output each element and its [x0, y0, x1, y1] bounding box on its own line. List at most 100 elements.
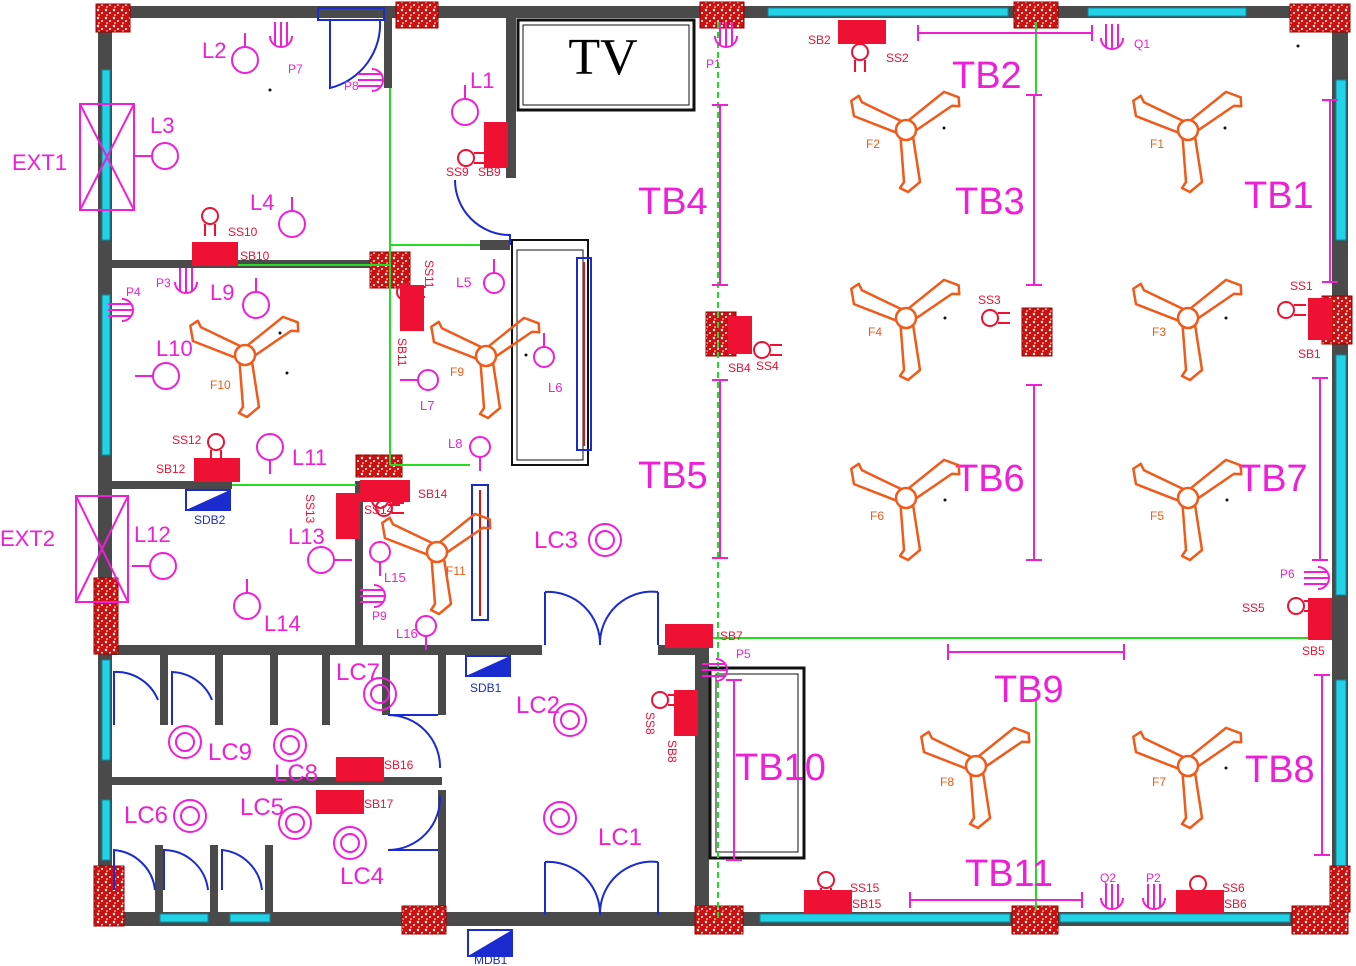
- ceiling-light-lc1: LC1: [543, 801, 642, 851]
- power-point-p2: P2: [1142, 871, 1166, 910]
- switch-board-sb4: SB4: [728, 316, 752, 375]
- switch-sockets-layer: SS1SS2SS3SS4SS5SS6SS8SS9SS10SS11SS12SS13…: [172, 43, 1316, 904]
- power-point-label: P3: [156, 276, 171, 290]
- power-point-label: P1: [706, 57, 721, 71]
- power-point-p4: P4: [108, 285, 141, 322]
- power-point-p6: P6: [1280, 566, 1330, 590]
- ceiling-fan-f6: F6: [850, 458, 961, 562]
- light-label: L8: [448, 436, 462, 451]
- circuit-lines: [230, 22, 1310, 920]
- switch-board-label: SB1: [1298, 347, 1321, 361]
- light-l8: L8: [448, 436, 491, 471]
- fan-label: F3: [1152, 325, 1166, 339]
- ceiling-fan-f11: F11: [381, 512, 492, 616]
- switch-board-label: SB9: [478, 165, 501, 179]
- switch-socket-ss8: SS8: [643, 691, 680, 735]
- tray-label-tb4: TB4: [638, 181, 708, 223]
- tray-labels: TB1 TB2 TB3 TB4 TB5 TB6 TB7 TB8 TB9 TB10…: [638, 55, 1315, 895]
- switch-board-label: SB8: [665, 740, 679, 763]
- switch-board-sb17: SB17: [316, 790, 394, 814]
- ceiling-light-lc2: LC2: [516, 692, 587, 737]
- light-l13: L13: [288, 524, 352, 574]
- power-point-p1: P1: [706, 22, 738, 71]
- tray-label-tb6: TB6: [955, 458, 1025, 500]
- switch-socket-label: SS2: [886, 51, 909, 65]
- power-point-p3: P3: [156, 268, 198, 294]
- tv-label: TV: [568, 29, 637, 86]
- switch-socket-label: SS6: [1222, 881, 1245, 895]
- power-point-label: P5: [736, 647, 751, 661]
- switch-board-label: SB14: [418, 487, 448, 501]
- light-l11: L11: [256, 433, 327, 474]
- fan-label: F8: [940, 775, 954, 789]
- switch-board-sb5: SB5: [1302, 598, 1332, 658]
- switch-socket-label: SS15: [850, 881, 880, 895]
- ceiling-light-lc8: LC8: [273, 728, 318, 787]
- outlet-q1: Q1: [1100, 24, 1150, 51]
- light-label: L10: [156, 336, 193, 361]
- power-point-label: P8: [344, 79, 359, 93]
- ceiling-light-lc5: LC5: [240, 794, 312, 840]
- fan-label: F11: [446, 564, 466, 578]
- ceiling-fan-f10: F10: [189, 315, 300, 419]
- switch-board-sb14: SB14: [360, 480, 448, 502]
- ceiling-light-lc6: LC6: [124, 799, 207, 833]
- light-l3: L3: [134, 113, 179, 170]
- light-label: L11: [292, 445, 327, 470]
- tray-label-tb11: TB11: [965, 853, 1053, 895]
- outlet-label: Q1: [1134, 37, 1150, 51]
- switch-socket-label: SS9: [446, 165, 469, 179]
- switch-socket-ss6: SS6: [1189, 875, 1245, 904]
- ceiling-light-label: LC2: [516, 692, 560, 719]
- light-label: L14: [264, 611, 301, 636]
- tray-label-tb10: TB10: [735, 747, 826, 789]
- power-point-p5: P5: [702, 647, 751, 682]
- light-label: L4: [250, 190, 274, 215]
- switch-socket-ss4: SS4: [753, 341, 782, 373]
- fan-label: F4: [868, 325, 882, 339]
- switch-board-label: SB6: [1224, 897, 1247, 911]
- power-point-label: P9: [372, 609, 387, 623]
- light-label: L3: [150, 113, 174, 138]
- switch-socket-label: SS10: [228, 225, 258, 239]
- power-point-label: P4: [126, 285, 141, 299]
- tray-label-tb1: TB1: [1244, 175, 1314, 217]
- power-point-label: P2: [1146, 871, 1161, 885]
- ceiling-light-lc3: LC3: [534, 523, 622, 557]
- ceiling-fan-f1: F1: [1132, 90, 1243, 194]
- fan-label: F2: [866, 137, 880, 151]
- switch-board-sb15: SB15: [804, 890, 882, 914]
- switch-board-sb9: SB9: [478, 122, 508, 179]
- switch-socket-label: SS8: [643, 712, 657, 735]
- distribution-board-sdb1: SDB1: [465, 655, 511, 695]
- tray-label-tb3: TB3: [955, 181, 1025, 223]
- light-label: L13: [288, 524, 325, 549]
- light-l15: L15: [369, 541, 406, 585]
- distribution-board-sdb2: SDB2: [185, 489, 231, 527]
- tray-label-tb9: TB9: [994, 669, 1064, 711]
- light-label: L12: [134, 522, 171, 547]
- ceiling-light-label: LC6: [124, 802, 168, 829]
- ceiling-light-lc7: LC7: [336, 659, 397, 711]
- distribution-board-mdb1: MDB1: [467, 929, 513, 966]
- light-l12: L12: [132, 522, 177, 580]
- switch-board-sb2: SB2: [808, 20, 886, 47]
- light-l10: L10: [135, 336, 193, 390]
- light-label: L16: [396, 626, 418, 641]
- tray-label-tb8: TB8: [1245, 749, 1315, 791]
- extract-fan-2: [75, 495, 129, 603]
- switch-socket-label: SS1: [1290, 279, 1313, 293]
- switch-board-label: SB10: [240, 249, 270, 263]
- power-point-p8: P8: [344, 68, 384, 93]
- light-l2: L2: [202, 33, 259, 74]
- tray-label-tb2: TB2: [952, 55, 1022, 97]
- switch-board-label: SB5: [1302, 644, 1325, 658]
- ceiling-fan-f5: F5: [1132, 458, 1243, 562]
- switch-socket-ss2: SS2: [851, 43, 909, 72]
- ext1-label: EXT1: [12, 150, 67, 175]
- switch-socket-ss11: SS11: [396, 260, 436, 301]
- switch-board-sb16: SB16: [336, 757, 414, 781]
